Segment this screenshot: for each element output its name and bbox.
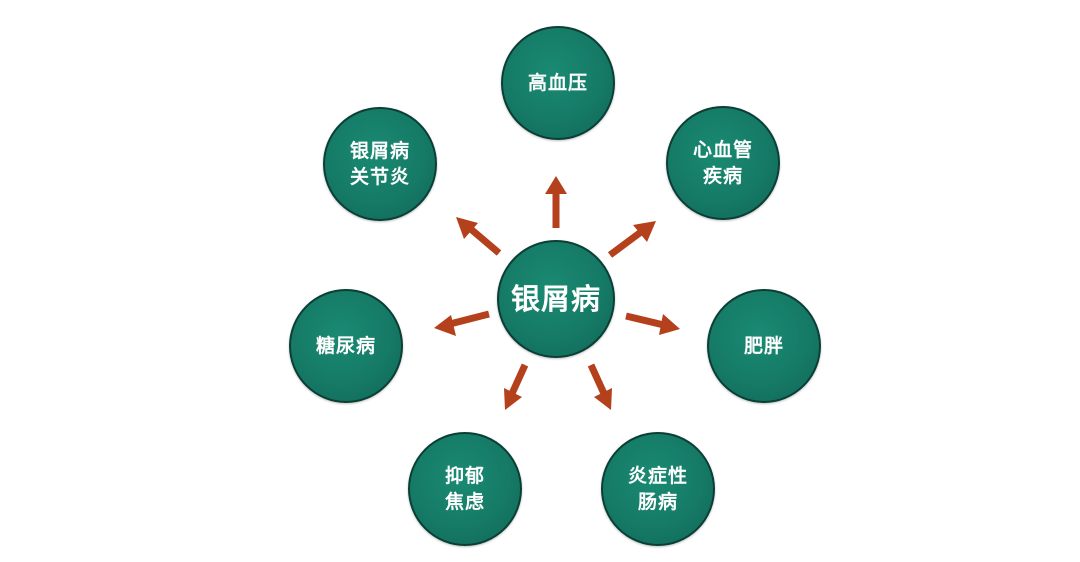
arrowhead-ibd xyxy=(594,388,612,410)
node-diabetes: 糖尿病 xyxy=(289,289,403,403)
arrowhead-diabetes xyxy=(434,315,456,336)
center-label: 银屑病 xyxy=(510,282,601,316)
node-cardiovascular: 心血管 疾病 xyxy=(666,106,780,220)
node-label: 心血管 疾病 xyxy=(692,139,753,187)
node-obesity: 肥胖 xyxy=(707,289,821,403)
node-psoriatic-arthritis: 银屑病 关节炎 xyxy=(323,107,437,221)
arrowhead-hypertension xyxy=(545,176,567,194)
arrow-to-obesity xyxy=(625,312,669,330)
node-label: 银屑病 关节炎 xyxy=(349,140,410,188)
arrow-to-diabetes xyxy=(445,310,490,329)
arrowhead-depression xyxy=(504,388,522,410)
arrowhead-obesity xyxy=(659,314,680,335)
arrowhead-psoriatic-arthritis xyxy=(456,217,478,239)
node-label: 糖尿病 xyxy=(315,335,376,357)
arrow-to-cardiovascular xyxy=(607,226,648,258)
node-ibd: 炎症性 肠病 xyxy=(601,432,715,546)
node-label: 高血压 xyxy=(527,72,588,94)
arrowhead-cardiovascular xyxy=(633,221,656,242)
node-label: 炎症性 肠病 xyxy=(627,465,688,513)
node-hypertension: 高血压 xyxy=(501,26,615,140)
node-depression: 抑郁 焦虑 xyxy=(408,432,522,546)
node-label: 抑郁 焦虑 xyxy=(444,465,485,513)
node-label: 肥胖 xyxy=(743,335,784,357)
node-center-psoriasis: 银屑病 xyxy=(497,240,615,358)
